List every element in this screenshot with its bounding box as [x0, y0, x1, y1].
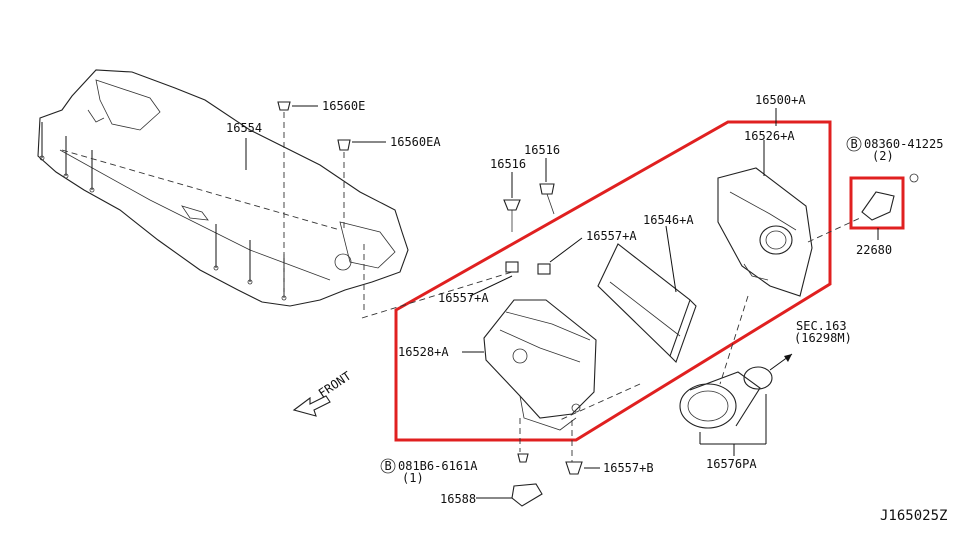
label-bolt-081B6-qty: (1) — [402, 471, 424, 485]
bracket-16588 — [476, 453, 543, 507]
grommet-16557B — [565, 461, 600, 475]
bolt-16516-2 — [539, 158, 555, 215]
label-16560E: 16560E — [322, 99, 365, 113]
label-bolt-081B6: 081B6-6161A — [398, 459, 478, 473]
label-16526A: 16526+A — [744, 129, 795, 143]
label-16516-2: 16516 — [524, 143, 560, 157]
diagram-id: J165025Z — [880, 508, 947, 524]
bolt-16516-1 — [503, 172, 521, 232]
label-16576PA: 16576PA — [706, 457, 757, 471]
highlight-air-cleaner-assembly — [394, 120, 832, 442]
mass-air-flow-sensor-22680 — [861, 173, 919, 240]
label-16528A: 16528+A — [398, 345, 449, 359]
bolt-marker-081B6-letter: B — [385, 459, 392, 473]
upper-cover-16526A — [717, 108, 813, 297]
under-cover-16554 — [37, 69, 409, 310]
label-22680: 22680 — [856, 243, 892, 257]
lower-case-16528A — [462, 299, 597, 431]
label-16557A-1: 16557+A — [438, 291, 489, 305]
label-sec-ref-sub: (16298M) — [794, 331, 852, 345]
label-16560EA: 16560EA — [390, 135, 441, 149]
label-16500A: 16500+A — [755, 93, 806, 107]
label-bolt-08360: 08360-41225 — [864, 137, 943, 151]
bolt-marker-081B6: B — [380, 458, 396, 474]
grommet-16557A-2 — [537, 237, 583, 275]
filter-element-16546A — [597, 225, 697, 364]
label-sec-ref: SEC.163 — [796, 319, 847, 333]
clip-16560EA — [337, 139, 386, 228]
label-bolt-08360-qty: (2) — [872, 149, 894, 163]
bolt-marker-08360-letter: B — [851, 137, 858, 151]
clip-16560E — [277, 101, 318, 300]
label-16557A-2: 16557+A — [586, 229, 637, 243]
label-16588: 16588 — [440, 492, 476, 506]
label-16557B: 16557+B — [603, 461, 654, 475]
front-direction-arrow — [292, 395, 331, 417]
bolt-marker-08360: B — [846, 136, 862, 152]
label-16546A: 16546+A — [643, 213, 694, 227]
grommet-16557A-1 — [469, 261, 519, 297]
label-16516-1: 16516 — [490, 157, 526, 171]
front-label: FRONT — [316, 369, 354, 401]
air-duct-16576PA — [679, 353, 793, 456]
highlight-sensor-22680 — [849, 176, 905, 230]
label-16554: 16554 — [226, 121, 262, 135]
